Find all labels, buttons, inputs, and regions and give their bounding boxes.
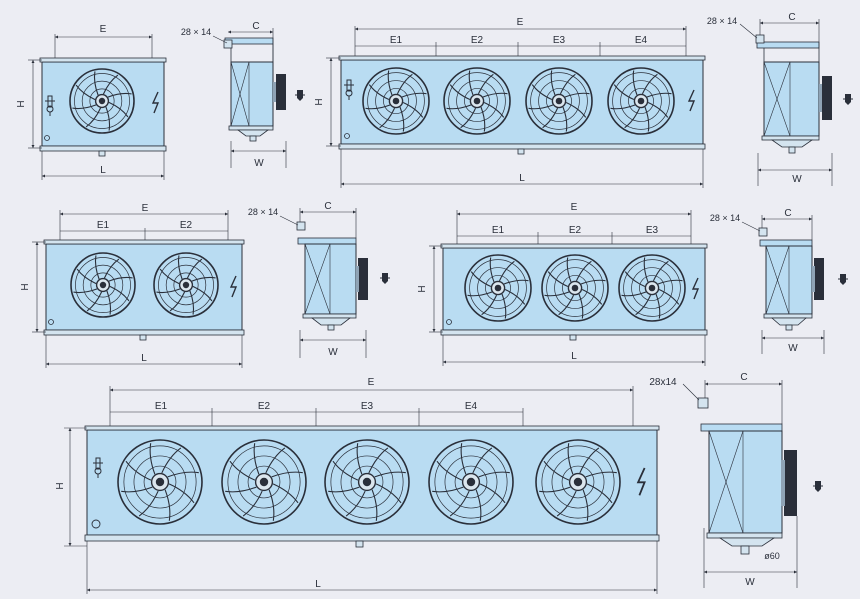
refrigerant-connection-icon bbox=[838, 274, 848, 285]
height-label: H bbox=[417, 285, 428, 292]
length-label: L bbox=[571, 351, 577, 362]
spacing-e4-label: E4 bbox=[465, 401, 478, 412]
depth-label: C bbox=[740, 372, 747, 383]
height-label: H bbox=[314, 98, 325, 105]
side-view-small-1: C 28 × 14 W bbox=[181, 21, 305, 169]
height-dimension-line bbox=[28, 59, 42, 149]
length-label: L bbox=[315, 579, 321, 590]
refrigerant-connection-icon bbox=[843, 94, 853, 105]
side-view-small-3: C 28 × 14 W bbox=[248, 201, 390, 358]
electrical-lightning-icon bbox=[636, 467, 646, 496]
bracket-slot-label: 28x14 bbox=[649, 377, 677, 388]
bracket-slot bbox=[223, 39, 233, 49]
span-dimension-line bbox=[54, 34, 153, 58]
spacing-e2-label: E2 bbox=[258, 401, 271, 412]
length-dimension-line bbox=[41, 151, 165, 180]
length-label: L bbox=[141, 353, 147, 364]
refrigerant-connection-icon bbox=[295, 90, 305, 101]
spacing-e1-label: E1 bbox=[492, 225, 505, 236]
thermometer-icon bbox=[45, 95, 55, 116]
thermometer-icon bbox=[93, 457, 103, 478]
spacing-e1-label: E1 bbox=[390, 35, 403, 46]
span-label: E bbox=[100, 24, 107, 35]
spacing-e1-label: E1 bbox=[155, 401, 168, 412]
length-label: L bbox=[519, 173, 525, 184]
refrigerant-connection-icon bbox=[813, 481, 823, 492]
bracket-slot-label: 28 × 14 bbox=[181, 27, 211, 37]
length-label: L bbox=[100, 165, 106, 176]
width-label: W bbox=[254, 158, 264, 169]
span-label: E bbox=[517, 17, 524, 28]
fan-guard-icon bbox=[618, 254, 686, 322]
fan-guard-icon bbox=[324, 439, 410, 525]
width-label: W bbox=[328, 347, 338, 358]
fan-guard-icon bbox=[464, 254, 532, 322]
depth-label: C bbox=[784, 208, 791, 219]
width-label: W bbox=[788, 343, 798, 354]
refrigerant-connection-icon bbox=[380, 273, 390, 284]
depth-label: C bbox=[324, 201, 331, 212]
depth-label: C bbox=[788, 12, 795, 23]
spacing-e4-label: E4 bbox=[635, 35, 648, 46]
drain-outlet bbox=[98, 150, 106, 157]
fan-guard-icon bbox=[153, 252, 219, 318]
spacing-e3-label: E3 bbox=[361, 401, 374, 412]
fan-motor-grille bbox=[276, 74, 286, 110]
fan-guard-icon bbox=[70, 252, 136, 318]
drain-port bbox=[44, 135, 50, 141]
bracket-slot-label: 28 × 14 bbox=[710, 213, 740, 223]
two-fan-unit-front: E E1 E2 L H bbox=[20, 203, 245, 368]
side-view-small-4: C 28 × 14 W bbox=[710, 208, 848, 354]
side-view-large: C 28x14 ø60 W bbox=[649, 372, 823, 588]
single-fan-unit-front: E L H bbox=[16, 24, 167, 180]
fan-guard-icon bbox=[541, 254, 609, 322]
electrical-lightning-icon bbox=[229, 275, 238, 298]
electrical-lightning-icon bbox=[691, 277, 700, 300]
spacing-e2-label: E2 bbox=[569, 225, 582, 236]
bracket-slot bbox=[697, 397, 709, 409]
electrical-lightning-icon bbox=[687, 89, 696, 112]
height-label: H bbox=[16, 100, 27, 107]
fan-guard-icon bbox=[607, 67, 675, 135]
fan-guard-icon bbox=[428, 439, 514, 525]
three-fan-unit-front: E E1 E2 E3 L H bbox=[417, 202, 708, 366]
five-fan-unit-front: E E1 E2 E3 E4 L H bbox=[55, 377, 660, 594]
fan-guard-icon bbox=[443, 67, 511, 135]
thermometer-icon bbox=[344, 79, 354, 100]
height-label: H bbox=[55, 482, 66, 489]
spacing-e2-label: E2 bbox=[180, 220, 193, 231]
mounting-rail bbox=[39, 57, 167, 63]
fan-guard-icon bbox=[117, 439, 203, 525]
side-view-small-2: C 28 × 14 W bbox=[707, 12, 853, 186]
spacing-e3-label: E3 bbox=[646, 225, 659, 236]
drip-tray bbox=[39, 145, 167, 152]
spacing-e1-label: E1 bbox=[97, 220, 110, 231]
electrical-lightning-icon bbox=[151, 91, 160, 114]
spacing-e3-label: E3 bbox=[553, 35, 566, 46]
spacing-e2-label: E2 bbox=[471, 35, 484, 46]
bracket-slot-label: 28 × 14 bbox=[707, 16, 737, 26]
width-label: W bbox=[745, 577, 755, 588]
fan-guard-icon bbox=[525, 67, 593, 135]
span-label: E bbox=[142, 203, 149, 214]
depth-label: C bbox=[252, 21, 259, 32]
drain-diameter-label: ø60 bbox=[764, 551, 780, 561]
fan-guard-icon bbox=[362, 67, 430, 135]
fan-guard-icon bbox=[69, 68, 135, 134]
width-label: W bbox=[792, 174, 802, 185]
fan-guard-icon bbox=[535, 439, 621, 525]
fan-guard-icon bbox=[221, 439, 307, 525]
bracket-slot-label: 28 × 14 bbox=[248, 207, 278, 217]
span-label: E bbox=[368, 377, 375, 388]
height-label: H bbox=[20, 283, 31, 290]
four-fan-unit-top-front: E E1 E2 E3 E4 L H bbox=[314, 17, 706, 188]
span-label: E bbox=[571, 202, 578, 213]
